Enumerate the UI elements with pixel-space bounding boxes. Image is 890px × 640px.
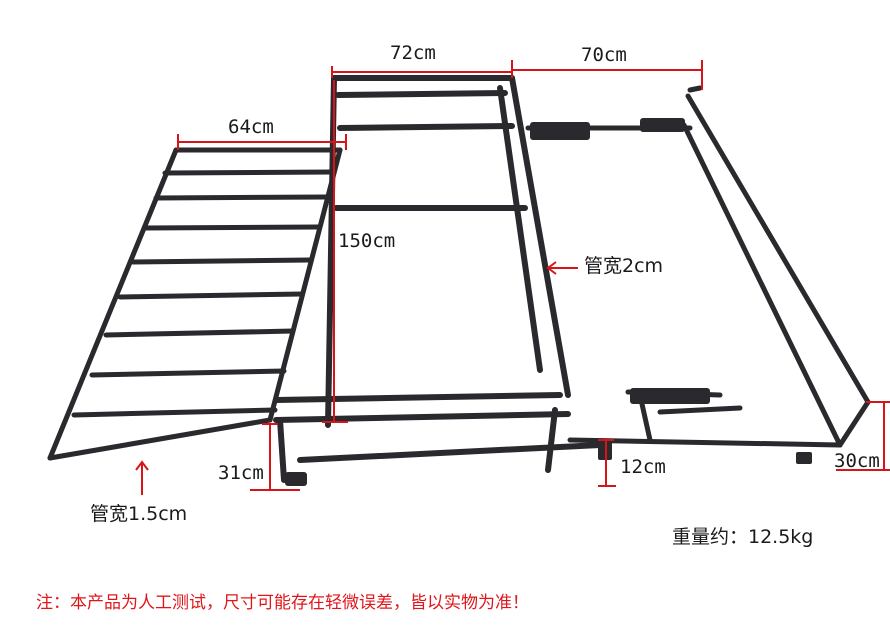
dimension-label-31: 31cm	[218, 462, 264, 484]
tube-width-label-2: 管宽2cm	[584, 255, 664, 277]
center-main-frame	[273, 75, 603, 483]
left-extension-frame	[47, 147, 343, 461]
dimension-label-30: 30cm	[834, 450, 880, 472]
dimension-label-70: 70cm	[581, 44, 627, 66]
weight-label: 重量约：12.5kg	[672, 526, 814, 548]
hinges-and-feet	[285, 118, 812, 486]
disclaimer-note: 注：本产品为人工测试，尺寸可能存在轻微误差，皆以实物为准！	[36, 593, 529, 613]
tube-width-label-1-5: 管宽1.5cm	[90, 503, 188, 525]
dimension-label-64: 64cm	[228, 116, 274, 138]
dimension-lines	[135, 60, 890, 495]
dimension-label-72: 72cm	[390, 42, 436, 64]
dimension-label-150: 150cm	[338, 230, 396, 252]
metal-frame	[47, 75, 871, 486]
dimension-label-12: 12cm	[620, 456, 666, 478]
